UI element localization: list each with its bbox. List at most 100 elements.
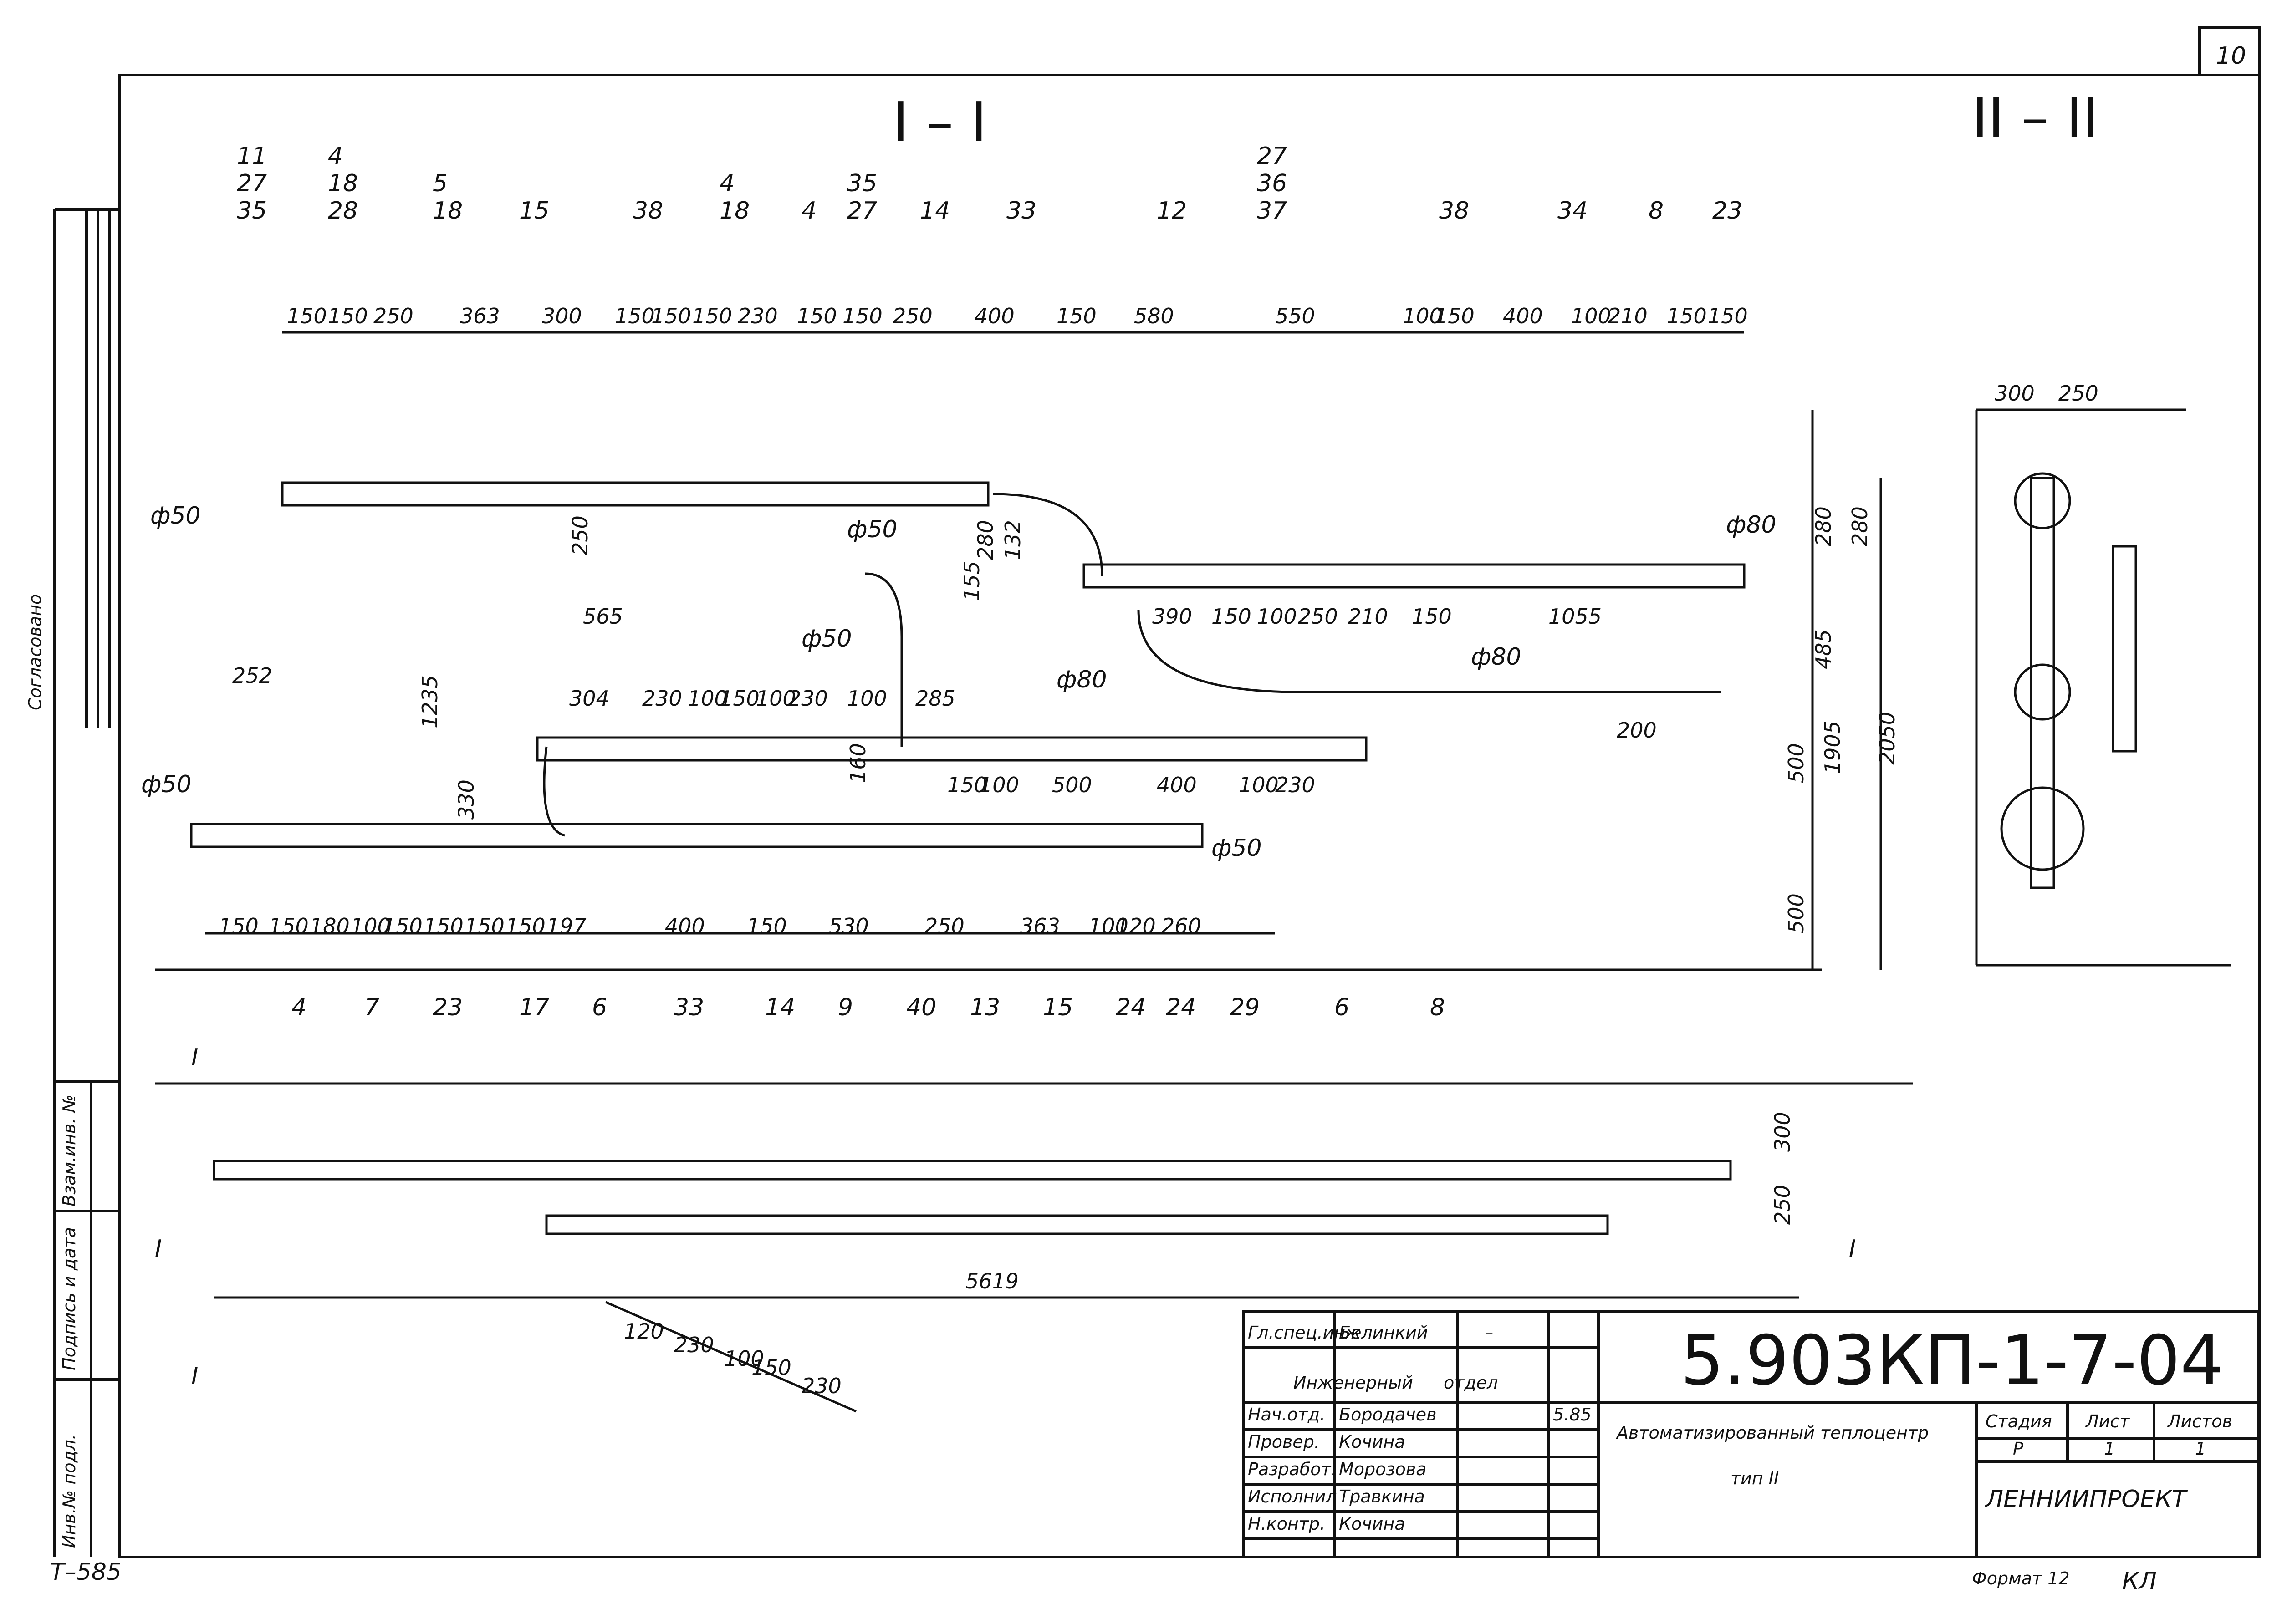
diam-5: ф80 (1471, 643, 1521, 671)
section-title-2: II – II (1972, 87, 2098, 150)
callout-0: 4 (291, 994, 306, 1021)
page-number-box (2198, 26, 2261, 76)
name-6: Кочина (1339, 1514, 1405, 1534)
dim-bot-5: 150 (424, 914, 464, 938)
dim-mid-5: 150 (720, 686, 760, 711)
plan-total: 5619 (965, 1269, 1019, 1293)
dim-bot-0: 150 (219, 914, 259, 938)
stage-value: Р (2013, 1439, 2023, 1459)
dim-top-20: 210 (1608, 304, 1648, 328)
dim-top-16: 100 (1403, 304, 1443, 328)
dim-mid-1: 252 (232, 663, 272, 688)
callout-11: 24 (1116, 994, 1146, 1021)
callout-1: 7 (364, 994, 379, 1021)
plan-mark-4: I (191, 1363, 198, 1390)
dim-top-0: 150 (287, 304, 327, 328)
dim-right-4: 1905 (1820, 721, 1845, 774)
dim-mid-12: 100 (1257, 604, 1297, 629)
leader-15: 8 (1649, 197, 1664, 224)
dim-right-6: 2050 (1875, 712, 1899, 765)
callout-15: 8 (1430, 994, 1445, 1021)
dim-right-9: 250 (568, 515, 592, 555)
dim-mid-17: 200 (1617, 718, 1657, 743)
dim-right-10: 280 (973, 520, 998, 560)
stage-header: Стадия (1986, 1411, 2052, 1431)
dim-right-11: 132 (1001, 520, 1025, 560)
leader-5: 38 (633, 197, 663, 224)
leader-1b: 27 (237, 170, 267, 197)
plan-dim-250: 250 (1770, 1185, 1795, 1225)
plan-mark-1: I (191, 1044, 198, 1071)
dim-mid-21: 400 (1157, 773, 1197, 797)
leader-8b: 27 (847, 197, 877, 224)
callout-10: 15 (1043, 994, 1073, 1021)
dim-top-21: 150 (1667, 304, 1707, 328)
dim-top-9: 150 (797, 304, 837, 328)
name-2: Бородачев (1339, 1405, 1436, 1425)
diam-4: ф80 (1057, 666, 1107, 693)
dim-top-4: 300 (542, 304, 582, 328)
page-number: 10 (2216, 42, 2246, 70)
dim-right-13: 160 (846, 743, 870, 783)
dim-top-3: 363 (460, 304, 500, 328)
sheet-header: Лист (2085, 1411, 2130, 1431)
plan-view (155, 1082, 1913, 1413)
dim-top-10: 150 (842, 304, 883, 328)
dim-top-19: 100 (1571, 304, 1611, 328)
dim-right-12: 155 (960, 561, 984, 601)
leader-6b: 18 (720, 197, 750, 224)
dim-right-0: 280 (1811, 506, 1836, 546)
plan-dim-300: 300 (1770, 1112, 1795, 1152)
leader-1a: 11 (237, 143, 267, 170)
dim-top-15: 550 (1275, 304, 1315, 328)
leader-11: 12 (1157, 197, 1187, 224)
dim-top-12: 400 (975, 304, 1015, 328)
callout-7: 9 (838, 994, 853, 1021)
dim-mid-7: 230 (788, 686, 828, 711)
dim-mid-4: 100 (688, 686, 728, 711)
dim-bot-10: 150 (747, 914, 787, 938)
section-1-pipework (155, 331, 1882, 971)
dim-mid-13: 250 (1298, 604, 1338, 629)
dim-mid-10: 390 (1152, 604, 1192, 629)
leader-6a: 4 (720, 170, 735, 197)
callout-4: 6 (592, 994, 607, 1021)
dim-bot-13: 363 (1020, 914, 1060, 938)
dim-top-1: 150 (328, 304, 368, 328)
dim-bot-6: 150 (465, 914, 505, 938)
dim-bot-2: 180 (310, 914, 350, 938)
title-block (1242, 1310, 2260, 1558)
drawing-code: 5.903КП-1-7-04 (1680, 1321, 2224, 1400)
leader-1c: 35 (237, 197, 267, 224)
dash-0: – (1485, 1323, 1493, 1343)
callout-12: 24 (1166, 994, 1196, 1021)
sheet-code-left: Т–585 (50, 1558, 122, 1586)
leader-2c: 28 (328, 197, 358, 224)
plan-dim-3: 150 (751, 1355, 791, 1380)
leader-10: 33 (1006, 197, 1036, 224)
dim-right-2: 485 (1811, 629, 1836, 669)
plan-mark-2: I (155, 1235, 162, 1263)
role-5: Исполнил (1248, 1487, 1337, 1507)
dim-right-5: 500 (1784, 893, 1808, 933)
leader-3a: 5 (433, 170, 448, 197)
name-3: Кочина (1339, 1432, 1405, 1452)
section-title-1: I – I (893, 91, 987, 154)
callout-3: 17 (519, 994, 549, 1021)
dim-top-14: 580 (1134, 304, 1174, 328)
leader-9: 14 (920, 197, 950, 224)
organization: ЛЕННИИПРОЕКТ (1985, 1486, 2188, 1513)
leader-12c: 37 (1257, 197, 1287, 224)
plan-dim-0: 120 (624, 1319, 664, 1344)
leader-16: 23 (1712, 197, 1742, 224)
callout-5: 33 (674, 994, 704, 1021)
callout-8: 40 (906, 994, 936, 1021)
name-4: Морозова (1339, 1459, 1427, 1479)
callout-6: 14 (765, 994, 795, 1021)
dim-bot-7: 150 (505, 914, 546, 938)
dim-bot-12: 250 (924, 914, 965, 938)
diam-2: ф50 (802, 625, 852, 652)
role-0: Гл.спец.инж (1248, 1323, 1361, 1343)
strip-inv-replace: Взам.инв. № (59, 1095, 79, 1207)
dim-mid-19: 100 (979, 773, 1019, 797)
